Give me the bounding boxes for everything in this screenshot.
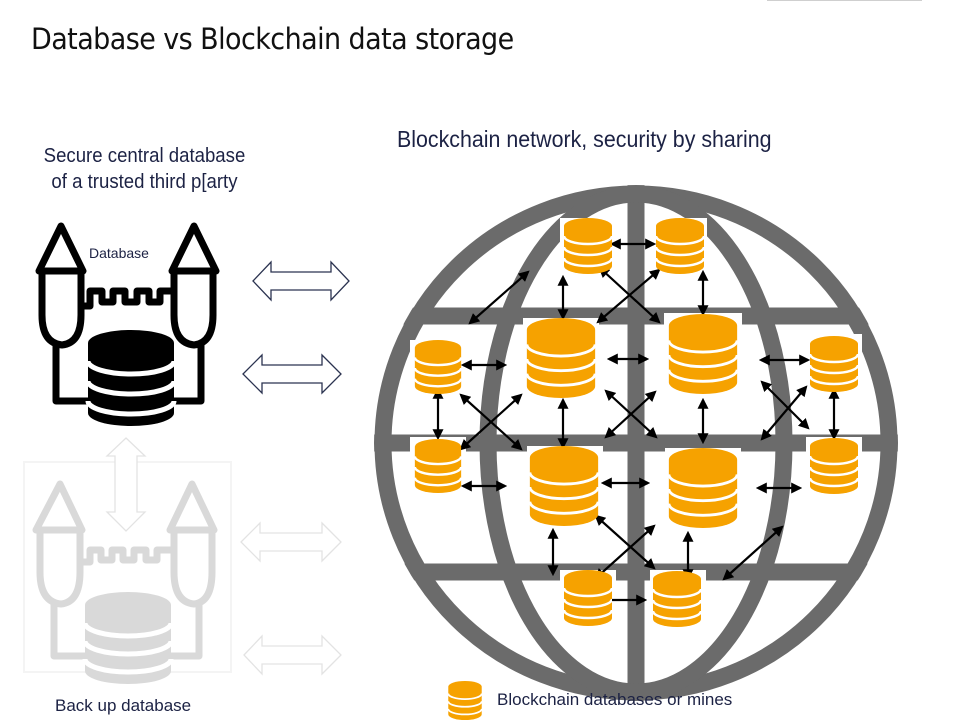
vertical-double-arrow-icon [105, 437, 147, 532]
double-arrow-icon [243, 634, 342, 676]
database-cylinder-icon [810, 438, 858, 494]
double-arrow-icon [242, 353, 342, 395]
link [722, 525, 784, 581]
link [596, 268, 661, 324]
left-heading: Secure central database of a trusted thi… [18, 143, 271, 195]
backup-database-label: Back up database [55, 696, 192, 715]
link [468, 270, 530, 325]
legend-label: Blockchain databases or mines [497, 690, 733, 709]
database-cylinder-icon [656, 218, 704, 274]
database-cylinder-icon [526, 318, 596, 398]
database-cylinder-icon [564, 570, 612, 626]
primary-database-cylinder [85, 330, 177, 426]
database-cylinder-icon [564, 218, 612, 274]
link [594, 514, 656, 570]
database-label: Database [89, 245, 149, 261]
legend-database-icon [448, 681, 482, 720]
castle-database-icon [35, 222, 220, 405]
right-heading: Blockchain network, security by sharing [397, 126, 772, 152]
page-title: Database vs Blockchain data storage [31, 22, 514, 56]
left-heading-line1: Secure central database [43, 145, 246, 167]
database-cylinder-icon [414, 439, 462, 493]
link [760, 385, 808, 441]
network-links [432, 238, 840, 606]
double-arrow-icon [252, 260, 350, 302]
database-cylinder-icon [653, 571, 701, 627]
database-cylinder-icon [668, 448, 738, 528]
backup-castle-database-icon [32, 480, 218, 660]
database-cylinder-icon [529, 446, 599, 526]
link [604, 390, 657, 439]
double-arrow-icon [240, 521, 342, 563]
link [459, 393, 523, 451]
link [594, 524, 656, 580]
top-divider [767, 0, 922, 1]
left-heading-line2: of a trusted third p[arty [51, 171, 238, 193]
database-cylinder-icon [668, 314, 738, 394]
backup-database-cylinder [82, 592, 174, 684]
database-cylinder-icon [414, 340, 462, 394]
database-cylinder-icon [810, 336, 858, 392]
